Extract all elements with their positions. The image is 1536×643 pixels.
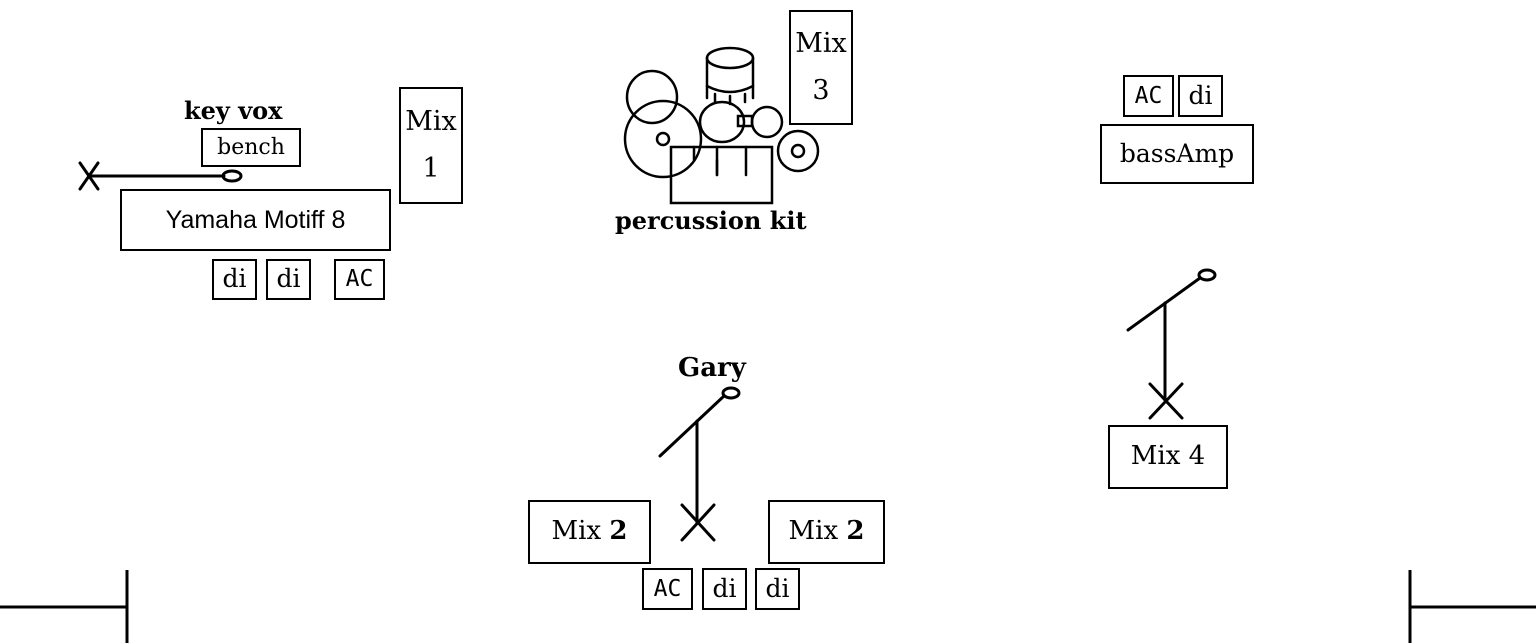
monitor-mix-4: Mix 4 [1108,425,1228,489]
monitor-mix-2-left: Mix 2 [528,500,651,564]
monitor-mix-2-left-number: 2 [609,516,628,547]
di-box-center-2: di [755,568,800,610]
monitor-mix-1-label: Mix [405,106,457,138]
stage-edge-right [1408,570,1536,643]
keyboard-vocal-label: key vox [184,96,283,125]
ac-box-bass: AC [1123,75,1174,117]
bass-amp-box: bassAmp [1100,124,1254,184]
monitor-mix-3: Mix 3 [789,10,853,125]
monitor-mix-1: Mix 1 [399,87,463,204]
monitor-mix-2-right-number: 2 [846,516,865,547]
stage-edge-left [0,570,129,643]
mic-stand-bass-icon [1126,268,1217,420]
di-box-center-1: di [702,568,747,610]
di-box-bass: di [1178,75,1223,117]
monitor-mix-1-number: 1 [422,152,440,184]
monitor-mix-2-right-label: Mix [788,516,839,547]
monitor-mix-3-label: Mix [795,28,847,60]
monitor-mix-2-right: Mix 2 [768,500,885,564]
mic-stand-center-icon [658,386,741,542]
ac-box-center: AC [642,568,693,610]
mic-stand-keyboard-icon [78,161,243,191]
percussion-kit-label: percussion kit [615,206,807,235]
di-box-keyboard-2: di [266,259,311,300]
ac-box-keyboard: AC [334,259,385,300]
di-box-keyboard-1: di [212,259,257,300]
center-vocal-label: Gary [678,353,746,383]
drum-kit-icon [623,46,820,205]
keyboard-box: Yamaha Motiff 8 [120,189,391,251]
monitor-mix-2-left-label: Mix [551,516,602,547]
bench-box: bench [201,128,301,167]
monitor-mix-3-number: 3 [812,74,830,106]
